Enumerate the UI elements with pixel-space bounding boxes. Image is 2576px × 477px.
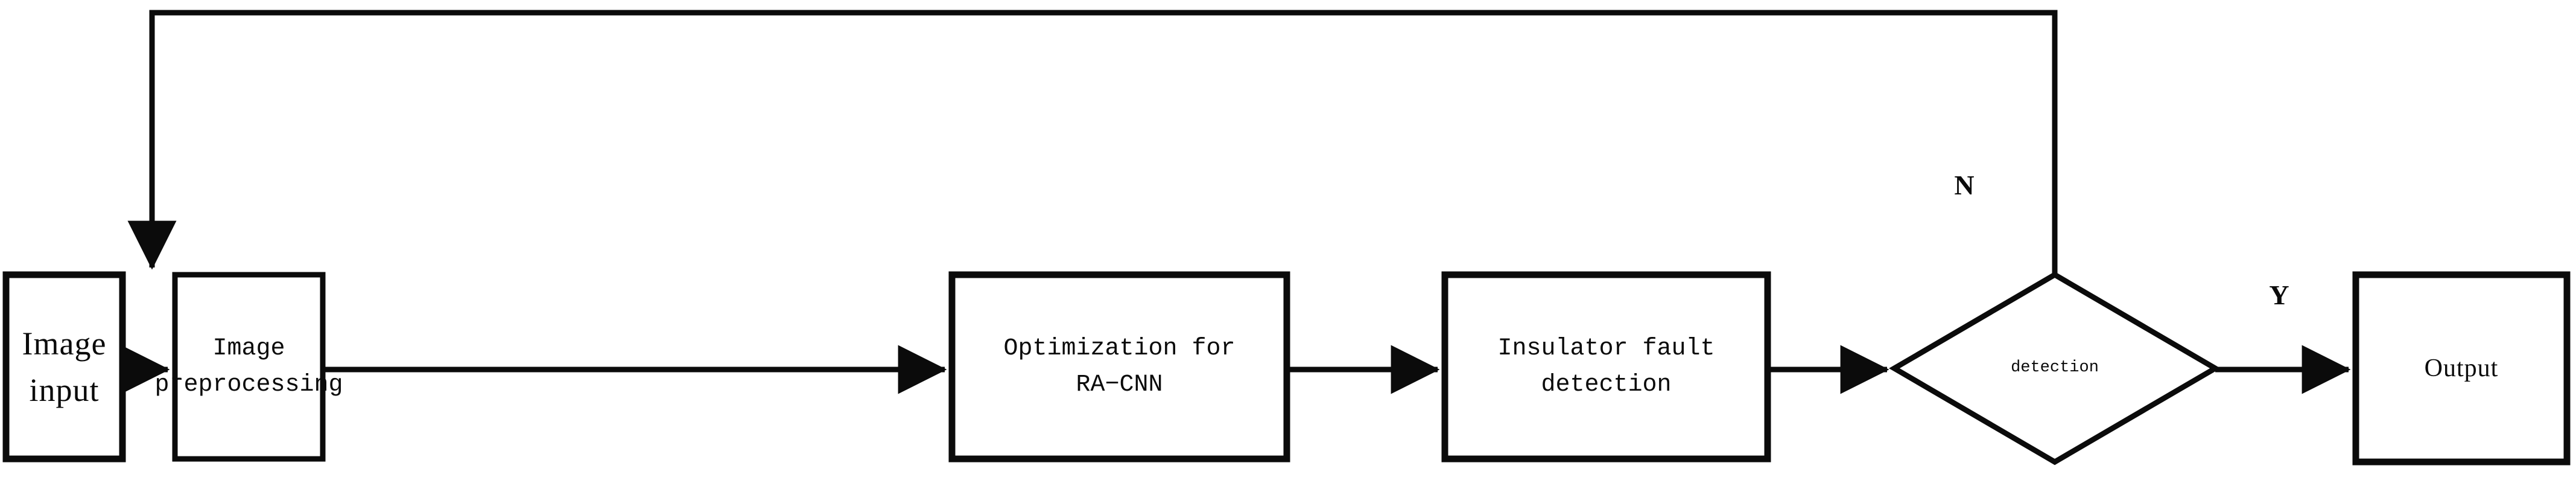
node-output-shape[interactable] bbox=[2352, 271, 2571, 466]
node-image-input-shape[interactable] bbox=[2, 271, 126, 463]
node-optimization-racnn-shape[interactable] bbox=[948, 271, 1290, 463]
node-detection-decision-shape[interactable] bbox=[1889, 271, 2221, 466]
node-insulator-fault-detection-shape[interactable] bbox=[1441, 271, 1771, 463]
edge-decision-no-feedback-loop bbox=[127, 10, 2058, 275]
node-image-preprocessing-shape[interactable] bbox=[172, 272, 326, 462]
edge-label-yes: Y bbox=[2269, 280, 2289, 310]
edge-label-no: N bbox=[1954, 170, 1975, 200]
